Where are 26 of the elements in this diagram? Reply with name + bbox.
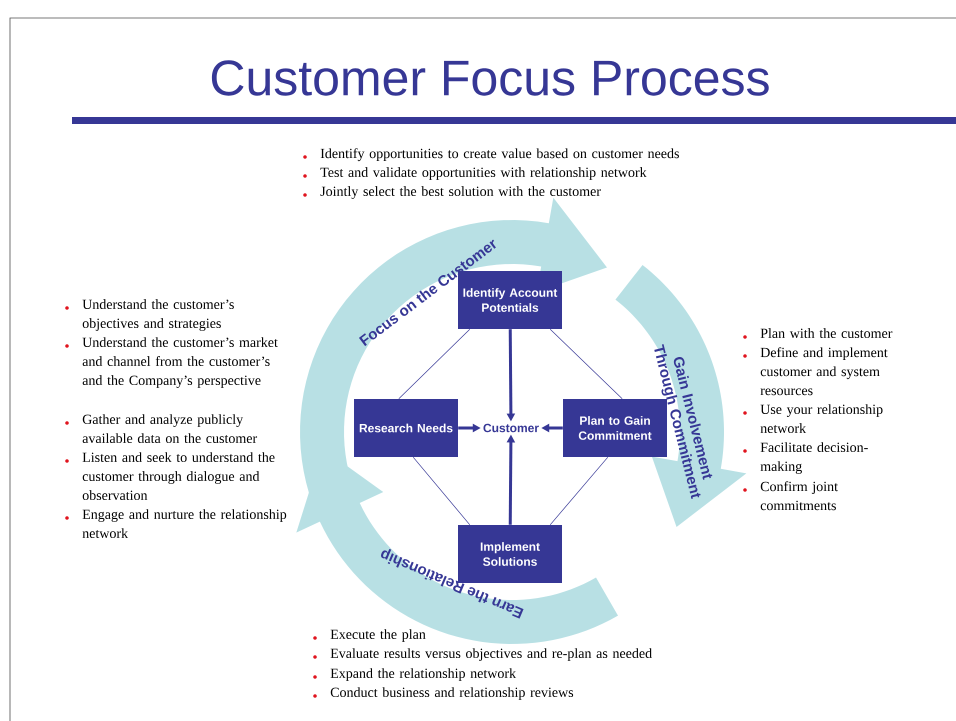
bullet-text: Define and implement customer and system resources (760, 347, 888, 396)
process-box: Identify Account Potentials (458, 271, 562, 329)
bullet-text: Execute the plan (330, 629, 426, 642)
process-box: Plan to Gain Commitment (563, 399, 667, 457)
bullet-text: Conduct business and relationship reviews (330, 687, 574, 700)
process-box: Research Needs (354, 399, 458, 457)
bullet-text: Jointly select the best solution with the customer (320, 186, 601, 199)
bullet-text: Understand the customer’s objectives and strategies (82, 299, 234, 331)
title: Customer Focus Process (212, 60, 769, 96)
bullet-text: Confirm joint commitments (760, 481, 838, 510)
connector-line (550, 328, 623, 400)
bullet-text: Gather and analyze publicly available data on the customer (82, 414, 258, 444)
connector-line (412, 456, 470, 526)
bullet-text: Listen and seek to understand the customer through dialogue and observation (82, 452, 275, 500)
process-box: Implement Solutions (458, 525, 562, 583)
bullet-text: Facilitate decision-making (760, 442, 868, 474)
bullet-text: Engage and nurture the relationship network (82, 509, 286, 538)
connector-line (398, 328, 470, 400)
bullet-text: Understand the customer’s market and channel from the customer’s and the Company’s perspective (82, 337, 278, 388)
bullet-text: Plan with the customer (760, 328, 892, 338)
bullet-text: Identify opportunities to create value based on customer needs (320, 148, 679, 162)
bullet-text: Expand the relationship network (330, 668, 516, 681)
bullet-text: Test and validate opportunities with relationship network (320, 167, 647, 180)
bullet-text: Use your relationship network (760, 404, 883, 434)
center-label: Customer (483, 424, 539, 432)
connector-line (550, 456, 608, 526)
